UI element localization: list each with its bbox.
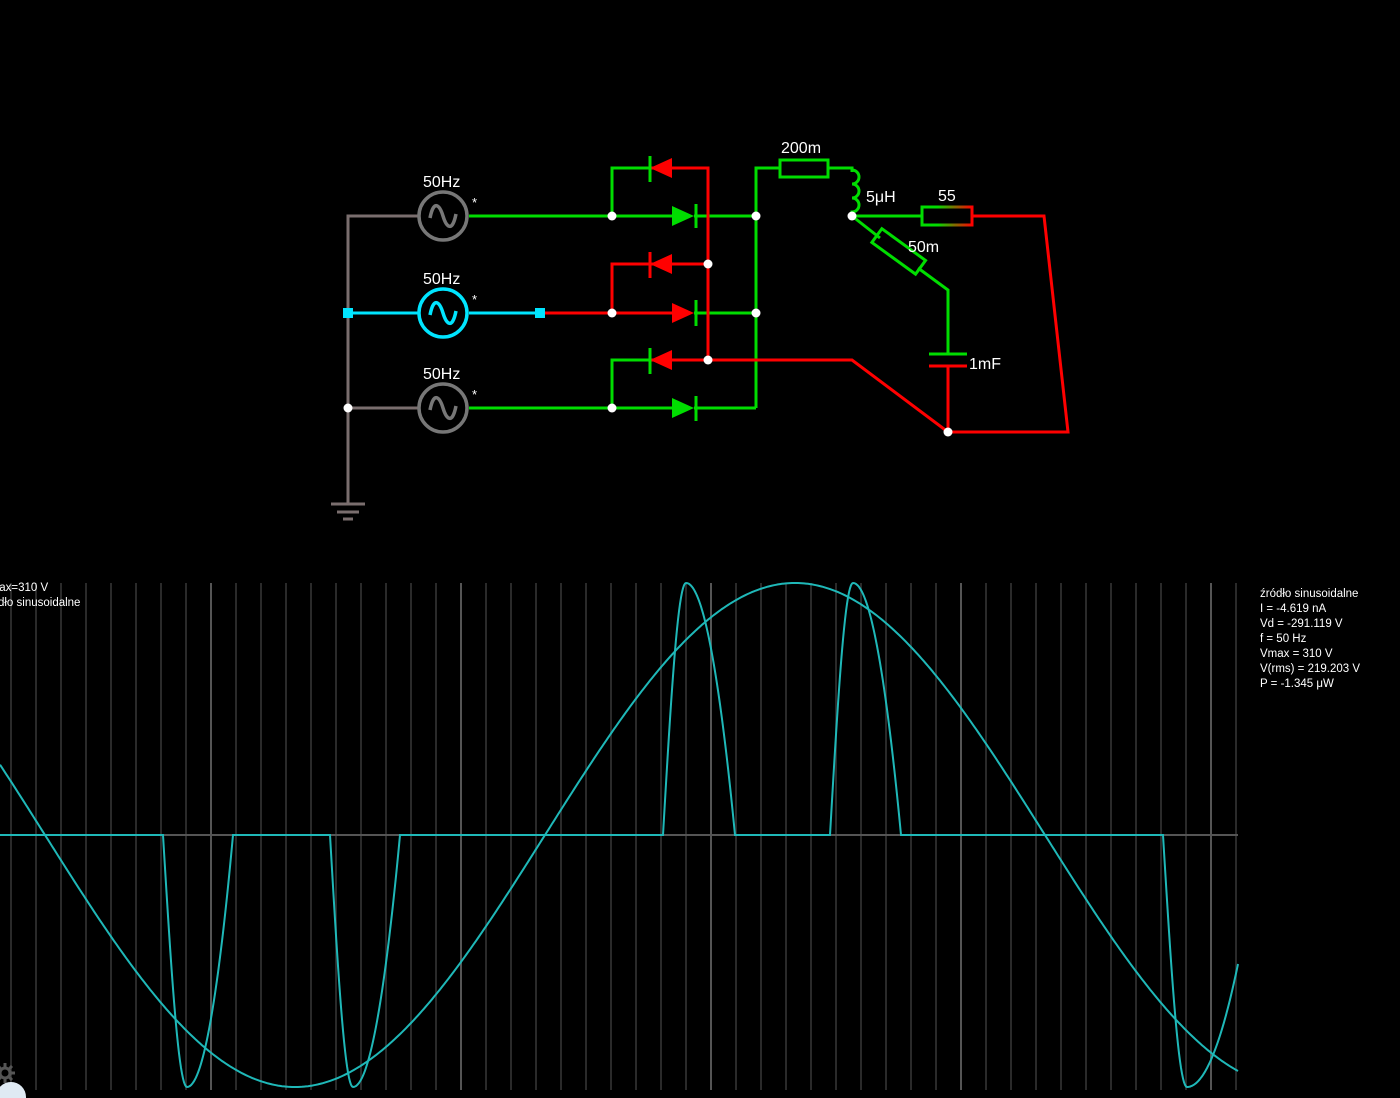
oscilloscope-plot[interactable] (0, 575, 1240, 1090)
green-wires (469, 166, 950, 410)
info-current: I = -4.619 nA (1260, 603, 1327, 615)
voltage-trace (0, 582, 1239, 1088)
resistor-load[interactable] (920, 205, 974, 227)
ac-source-marker: * (472, 195, 477, 210)
ac-source-label: 50Hz (423, 271, 460, 288)
ac-source-2[interactable]: 50Hz * (417, 271, 477, 339)
resistor-esr-label: 50m (908, 239, 939, 256)
diode-d1[interactable] (648, 156, 672, 182)
info-panel: źródło sinusoidalne I = -4.619 nA Vd = -… (1260, 587, 1360, 692)
ground-symbol[interactable] (331, 502, 365, 521)
diode-d2[interactable] (672, 204, 698, 228)
capacitor[interactable] (929, 352, 967, 368)
gear-icon[interactable] (0, 1062, 16, 1084)
ac-source-label: 50Hz (423, 174, 460, 191)
ac-source-marker: * (472, 292, 477, 307)
ac-source-3[interactable]: 50Hz * (417, 366, 477, 434)
info-vmax: Vmax = 310 V (1260, 648, 1333, 660)
resistor-load-label: 55 (938, 188, 956, 205)
ac-source-marker: * (472, 387, 477, 402)
selection-handle-right[interactable] (535, 308, 545, 318)
info-vrms: V(rms) = 219.203 V (1260, 663, 1361, 675)
info-power: P = -1.345 μW (1260, 678, 1334, 690)
capacitor-label: 1mF (969, 356, 1001, 373)
ac-source-1[interactable]: 50Hz * (417, 174, 477, 242)
info-frequency: f = 50 Hz (1260, 633, 1307, 645)
resistor-series-label: 200m (781, 140, 821, 157)
current-trace (0, 581, 1239, 1089)
diode-d6[interactable] (672, 396, 698, 421)
ac-source-label: 50Hz (423, 366, 460, 383)
scope-vmax-label: Vmax=310 V (0, 582, 49, 594)
diode-d5[interactable] (648, 348, 672, 374)
resistor-esr[interactable] (869, 226, 928, 277)
info-voltage-drop: Vd = -291.119 V (1260, 618, 1343, 630)
ground-wires (346, 214, 418, 505)
inductor[interactable] (850, 168, 861, 216)
resistor-series[interactable] (778, 158, 830, 179)
diode-d4[interactable] (672, 300, 698, 326)
circuit-canvas[interactable]: 50Hz * 50Hz * 50Hz * 200m 5μH 55 (0, 0, 1400, 560)
info-title: źródło sinusoidalne (1260, 588, 1359, 600)
scope-labels: Vmax=310 V źródło sinusoidalne (0, 581, 80, 611)
red-wires (545, 166, 1070, 434)
nodes (343, 211, 953, 437)
selection-handle-left[interactable] (343, 308, 353, 318)
scope-source-label: źródło sinusoidalne (0, 597, 81, 609)
diode-d3[interactable] (648, 252, 672, 278)
inductor-label: 5μH (866, 189, 896, 206)
